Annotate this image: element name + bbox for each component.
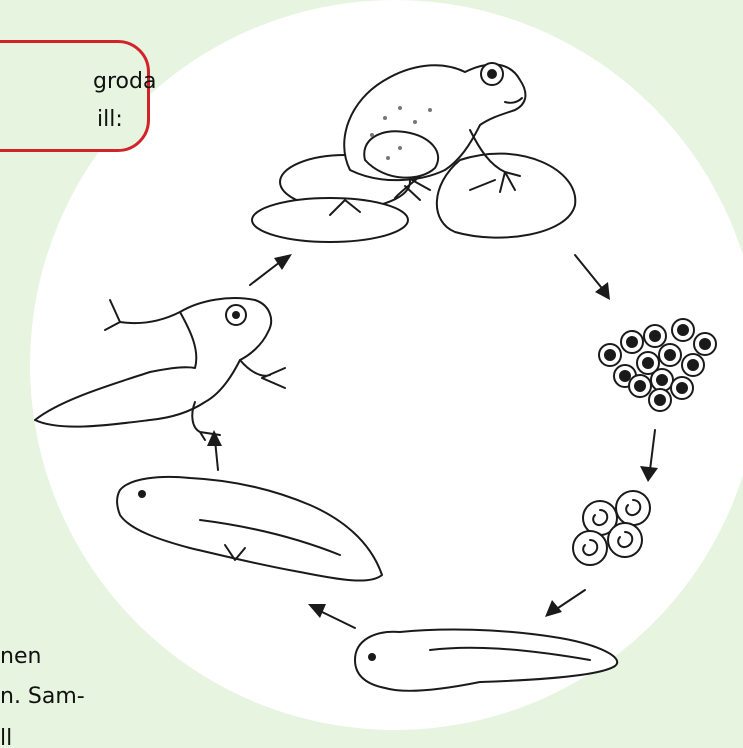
stage-frog-spawn: [599, 319, 716, 411]
stage-tadpole-with-legs: [117, 477, 382, 581]
stage-froglet: [35, 298, 285, 440]
egg-cluster: [599, 319, 716, 411]
stage-adult-frog: [252, 63, 575, 242]
stage-tadpole: [355, 630, 617, 691]
stage-embryos: [573, 491, 650, 565]
cycle-arrows: [207, 254, 658, 628]
